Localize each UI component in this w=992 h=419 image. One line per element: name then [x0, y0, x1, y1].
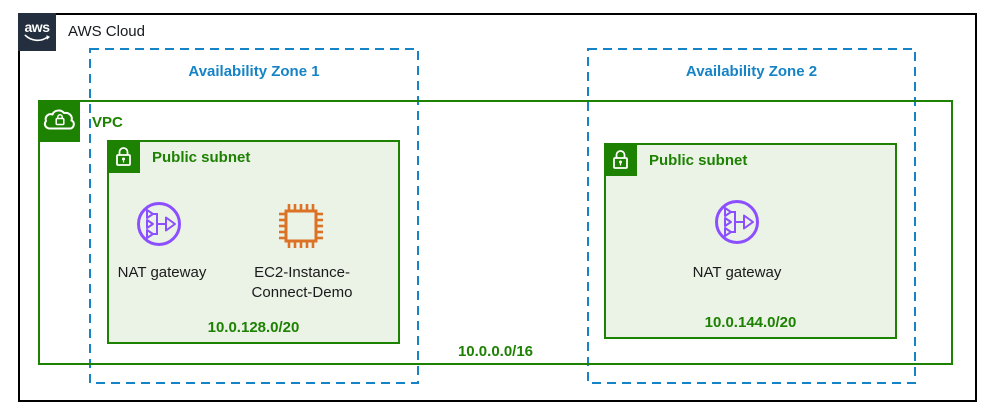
vpc-cidr-label: 10.0.0.0/16 — [457, 343, 534, 360]
nat-gateway-2-label: NAT gateway — [692, 264, 782, 281]
aws-smile-icon — [24, 34, 51, 42]
aws-cloud-label: AWS Cloud — [68, 23, 145, 40]
vpc-group — [38, 100, 953, 365]
nat-gateway-icon — [137, 202, 181, 246]
subnet1-label: Public subnet — [152, 149, 251, 166]
aws-logo: aws — [18, 13, 56, 51]
subnet2-group — [604, 143, 897, 339]
subnet2-lock-icon — [604, 143, 637, 176]
az1-label: Availability Zone 1 — [188, 63, 320, 80]
subnet2-label: Public subnet — [649, 152, 748, 169]
subnet1-cidr-label: 10.0.128.0/20 — [207, 319, 300, 336]
aws-logo-text: aws — [24, 19, 50, 35]
subnet1-group — [107, 140, 400, 344]
vpc-cloud-lock-icon — [38, 100, 80, 142]
nat-gateway-icon — [715, 200, 759, 244]
aws-cloud-group — [18, 13, 977, 402]
az2-label: Availability Zone 2 — [685, 63, 818, 80]
subnet2-cidr-label: 10.0.144.0/20 — [704, 314, 797, 331]
ec2-instance-icon — [279, 204, 323, 248]
vpc-label: VPC — [92, 114, 123, 131]
ec2-instance-label: EC2-Instance-Connect-Demo — [251, 264, 353, 301]
nat-gateway-1-label: NAT gateway — [117, 264, 207, 281]
subnet1-lock-icon — [107, 140, 140, 173]
